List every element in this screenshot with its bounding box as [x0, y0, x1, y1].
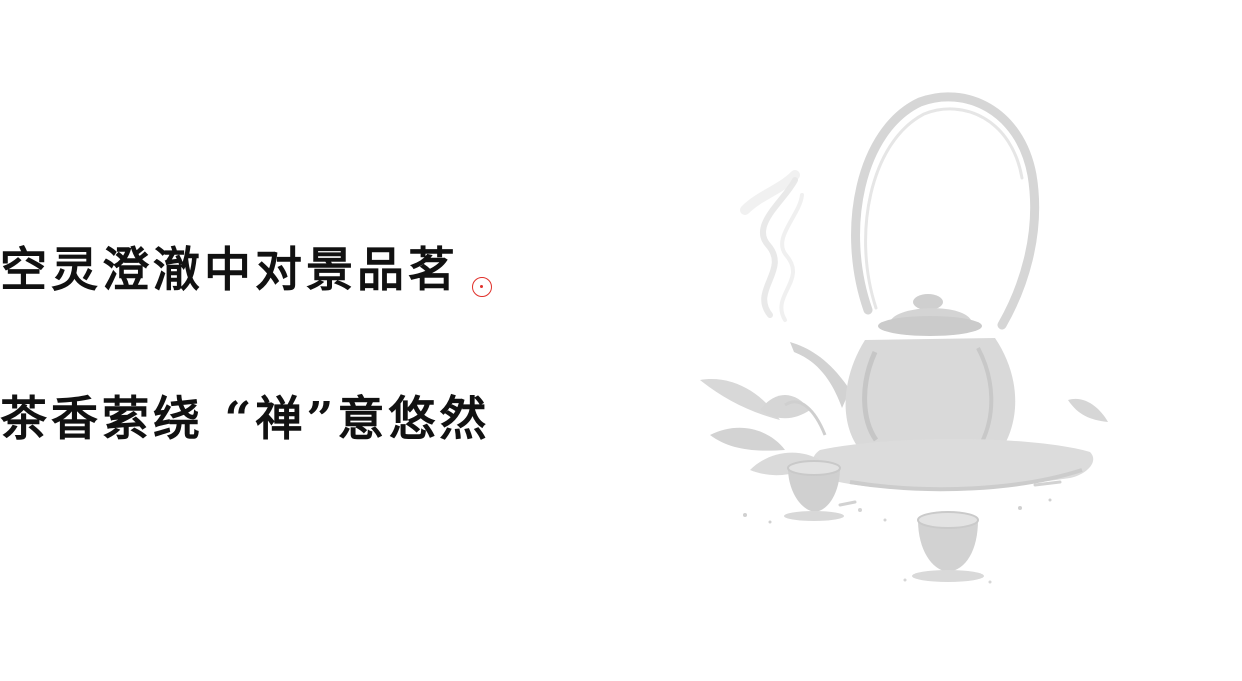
poem-line-1: 空灵澄澈中对景品茗	[0, 243, 459, 298]
teapot-illustration-icon	[700, 92, 1108, 584]
poem-line-2: 茶香萦绕 “禅”意悠然	[0, 392, 491, 447]
cursor-circle-icon	[472, 277, 492, 297]
